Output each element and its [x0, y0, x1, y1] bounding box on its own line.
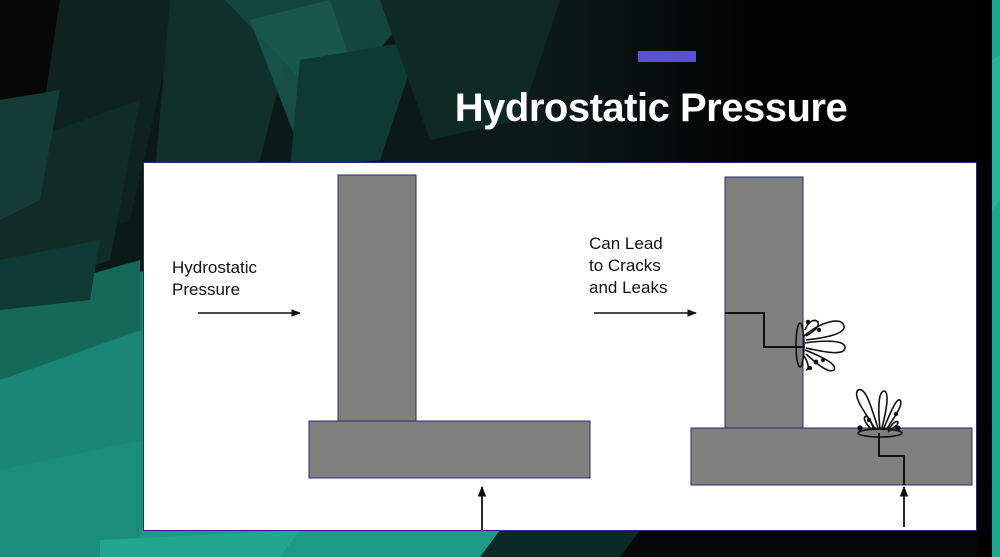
footing-leak-splash-icon	[855, 388, 903, 438]
left-wall	[337, 174, 417, 423]
label-line: and Leaks	[589, 278, 668, 297]
wall-crack-line	[725, 312, 803, 348]
slide-title: Hydrostatic Pressure	[454, 86, 848, 130]
cracks-and-leaks-label: Can Lead to Cracks and Leaks	[589, 233, 667, 299]
right-wall	[724, 176, 804, 430]
right-foundation	[594, 176, 973, 527]
hydrostatic-pressure-label: Hydrostatic Pressure	[172, 257, 257, 301]
label-line: to Cracks	[589, 256, 661, 275]
left-footing	[308, 420, 591, 479]
title-accent-bar	[638, 51, 696, 62]
label-line: Hydrostatic	[172, 258, 258, 277]
wall-leak-splash-icon	[795, 319, 846, 372]
left-foundation	[198, 174, 591, 530]
footing-crack-line	[878, 433, 905, 485]
label-line: Pressure	[172, 280, 241, 299]
right-footing	[690, 427, 973, 486]
label-line: Can Lead	[589, 234, 663, 253]
